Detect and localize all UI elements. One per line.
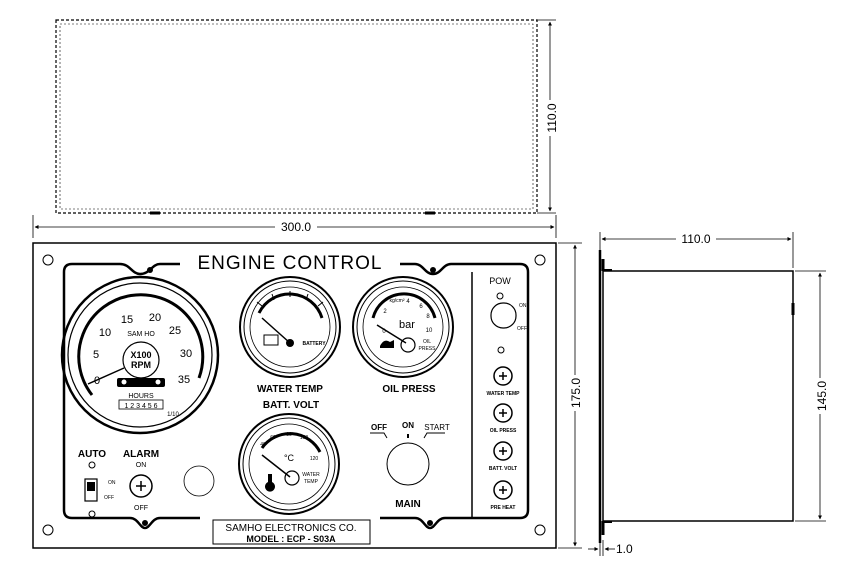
oil-unit: bar [399, 319, 415, 331]
oil-sub-unit: kg/cm² [390, 298, 405, 304]
tach-unit-bottom: RPM [131, 360, 151, 370]
main-off: OFF [371, 423, 387, 432]
dim-top-height: 110.0 [537, 19, 559, 214]
indicator-oil-press: OIL PRESS [490, 403, 517, 434]
pow-label: POW [489, 276, 511, 286]
batt-tick-120: 120 [310, 456, 319, 462]
indicator-pre-heat: PRE HEAT [491, 480, 516, 511]
batt-unit: °C [284, 453, 295, 463]
panel-title: ENGINE CONTROL [197, 253, 382, 274]
tach-tick-0: 0 [94, 375, 100, 387]
oil-gauge-sub-2: PRESS [419, 346, 437, 352]
tach-tick-10: 10 [99, 327, 111, 339]
tach-tick-35: 35 [178, 374, 190, 386]
dim-flange: 1.0 [588, 540, 633, 556]
batt-tick-40: 40 [260, 442, 266, 448]
main-key-switch[interactable]: OFF ON START MAIN [370, 421, 450, 510]
tach-tick-15: 15 [121, 314, 133, 326]
top-view [55, 19, 538, 215]
batt-tick-100: 100 [300, 435, 309, 441]
batt-gauge-sub-1: WATER [302, 472, 320, 478]
dim-side-height-label: 145.0 [815, 381, 829, 411]
tach-brand: SAM HO [127, 331, 155, 338]
oil-tick-8: 8 [426, 314, 430, 320]
front-panel: ENGINE CONTROL SAMHO ELECTRONICS CO. MOD… [32, 242, 557, 549]
model-label: MODEL : ECP - S03A [246, 534, 336, 544]
batt-tick-80: 80 [286, 432, 292, 438]
main-start: START [424, 423, 450, 432]
tachometer-gauge: 0 5 10 15 20 25 30 35 SAM HO X100 RPM HO… [60, 275, 220, 435]
water-temp-gauge-sub: BATTERY [302, 341, 326, 347]
alarm-label: ALARM [123, 449, 159, 460]
batt-tick-60: 60 [270, 435, 276, 441]
tach-tick-5: 5 [93, 349, 99, 361]
dim-side-depth-label: 110.0 [681, 232, 710, 246]
indicator-label-water-temp: WATER TEMP [487, 391, 521, 397]
indicator-label-oil-press: OIL PRESS [490, 428, 517, 434]
dim-side-height: 145.0 [795, 270, 829, 522]
dim-side-depth: 110.0 [599, 232, 794, 268]
auto-switch[interactable]: AUTO ON OFF [78, 449, 116, 518]
dim-panel-height: 175.0 [558, 242, 583, 549]
dim-panel-height-label: 175.0 [569, 378, 583, 408]
oil-tick-4: 4 [406, 299, 410, 305]
auto-label: AUTO [78, 449, 106, 460]
indicator-label-pre-heat: PRE HEAT [491, 505, 516, 511]
oil-tick-2: 2 [383, 309, 387, 315]
batt-volt-gauge: 40 60 80 100 120 °C WATER TEMP [238, 413, 340, 515]
water-temp-label: WATER TEMP [257, 384, 323, 395]
alarm-button[interactable]: ALARM ON OFF [123, 449, 159, 512]
tach-unit-top: X100 [130, 350, 151, 360]
alarm-on-label: ON [136, 462, 147, 469]
side-view [598, 250, 795, 543]
pow-on-label: ON [519, 303, 527, 309]
hours-counter: 1 2 3 4 5 6 [124, 403, 157, 410]
tach-tick-25: 25 [169, 325, 181, 337]
alarm-off-label: OFF [134, 505, 148, 512]
oil-press-label: OIL PRESS [382, 384, 435, 395]
spare-knob [183, 465, 215, 497]
oil-press-gauge: kg/cm² 0 2 4 6 8 10 bar OIL PRESS OIL PR… [352, 276, 454, 395]
indicator-label-batt-volt: BATT. VOLT [489, 466, 517, 472]
water-temp-gauge: BATTERY WATER TEMP [239, 276, 341, 395]
oil-tick-10: 10 [426, 328, 433, 334]
dim-panel-width: 300.0 [32, 215, 557, 238]
tach-tick-30: 30 [180, 348, 192, 360]
pow-off-label: OFF [517, 326, 527, 332]
dim-panel-width-label: 300.0 [281, 220, 311, 234]
maker-label: SAMHO ELECTRONICS CO. [225, 523, 356, 534]
main-on: ON [402, 421, 414, 430]
indicator-water-temp: WATER TEMP [487, 366, 521, 397]
dim-flange-label: 1.0 [616, 542, 633, 556]
toggle-off-label: OFF [104, 495, 114, 501]
power-switch[interactable]: POW ON OFF [489, 276, 527, 354]
oil-tick-0: 0 [382, 329, 386, 335]
batt-gauge-sub-2: TEMP [304, 479, 319, 485]
main-label: MAIN [395, 499, 421, 510]
dim-top-height-label: 110.0 [545, 103, 559, 132]
batt-volt-label: BATT. VOLT [263, 400, 319, 411]
toggle-on-label: ON [108, 480, 116, 486]
hours-label: HOURS [128, 393, 154, 400]
tach-tick-20: 20 [149, 312, 161, 324]
oil-gauge-sub-1: OIL [423, 339, 431, 345]
oil-tick-6: 6 [419, 304, 423, 310]
indicator-batt-volt: BATT. VOLT [489, 441, 517, 472]
hours-fraction: 1/10 [167, 412, 179, 418]
